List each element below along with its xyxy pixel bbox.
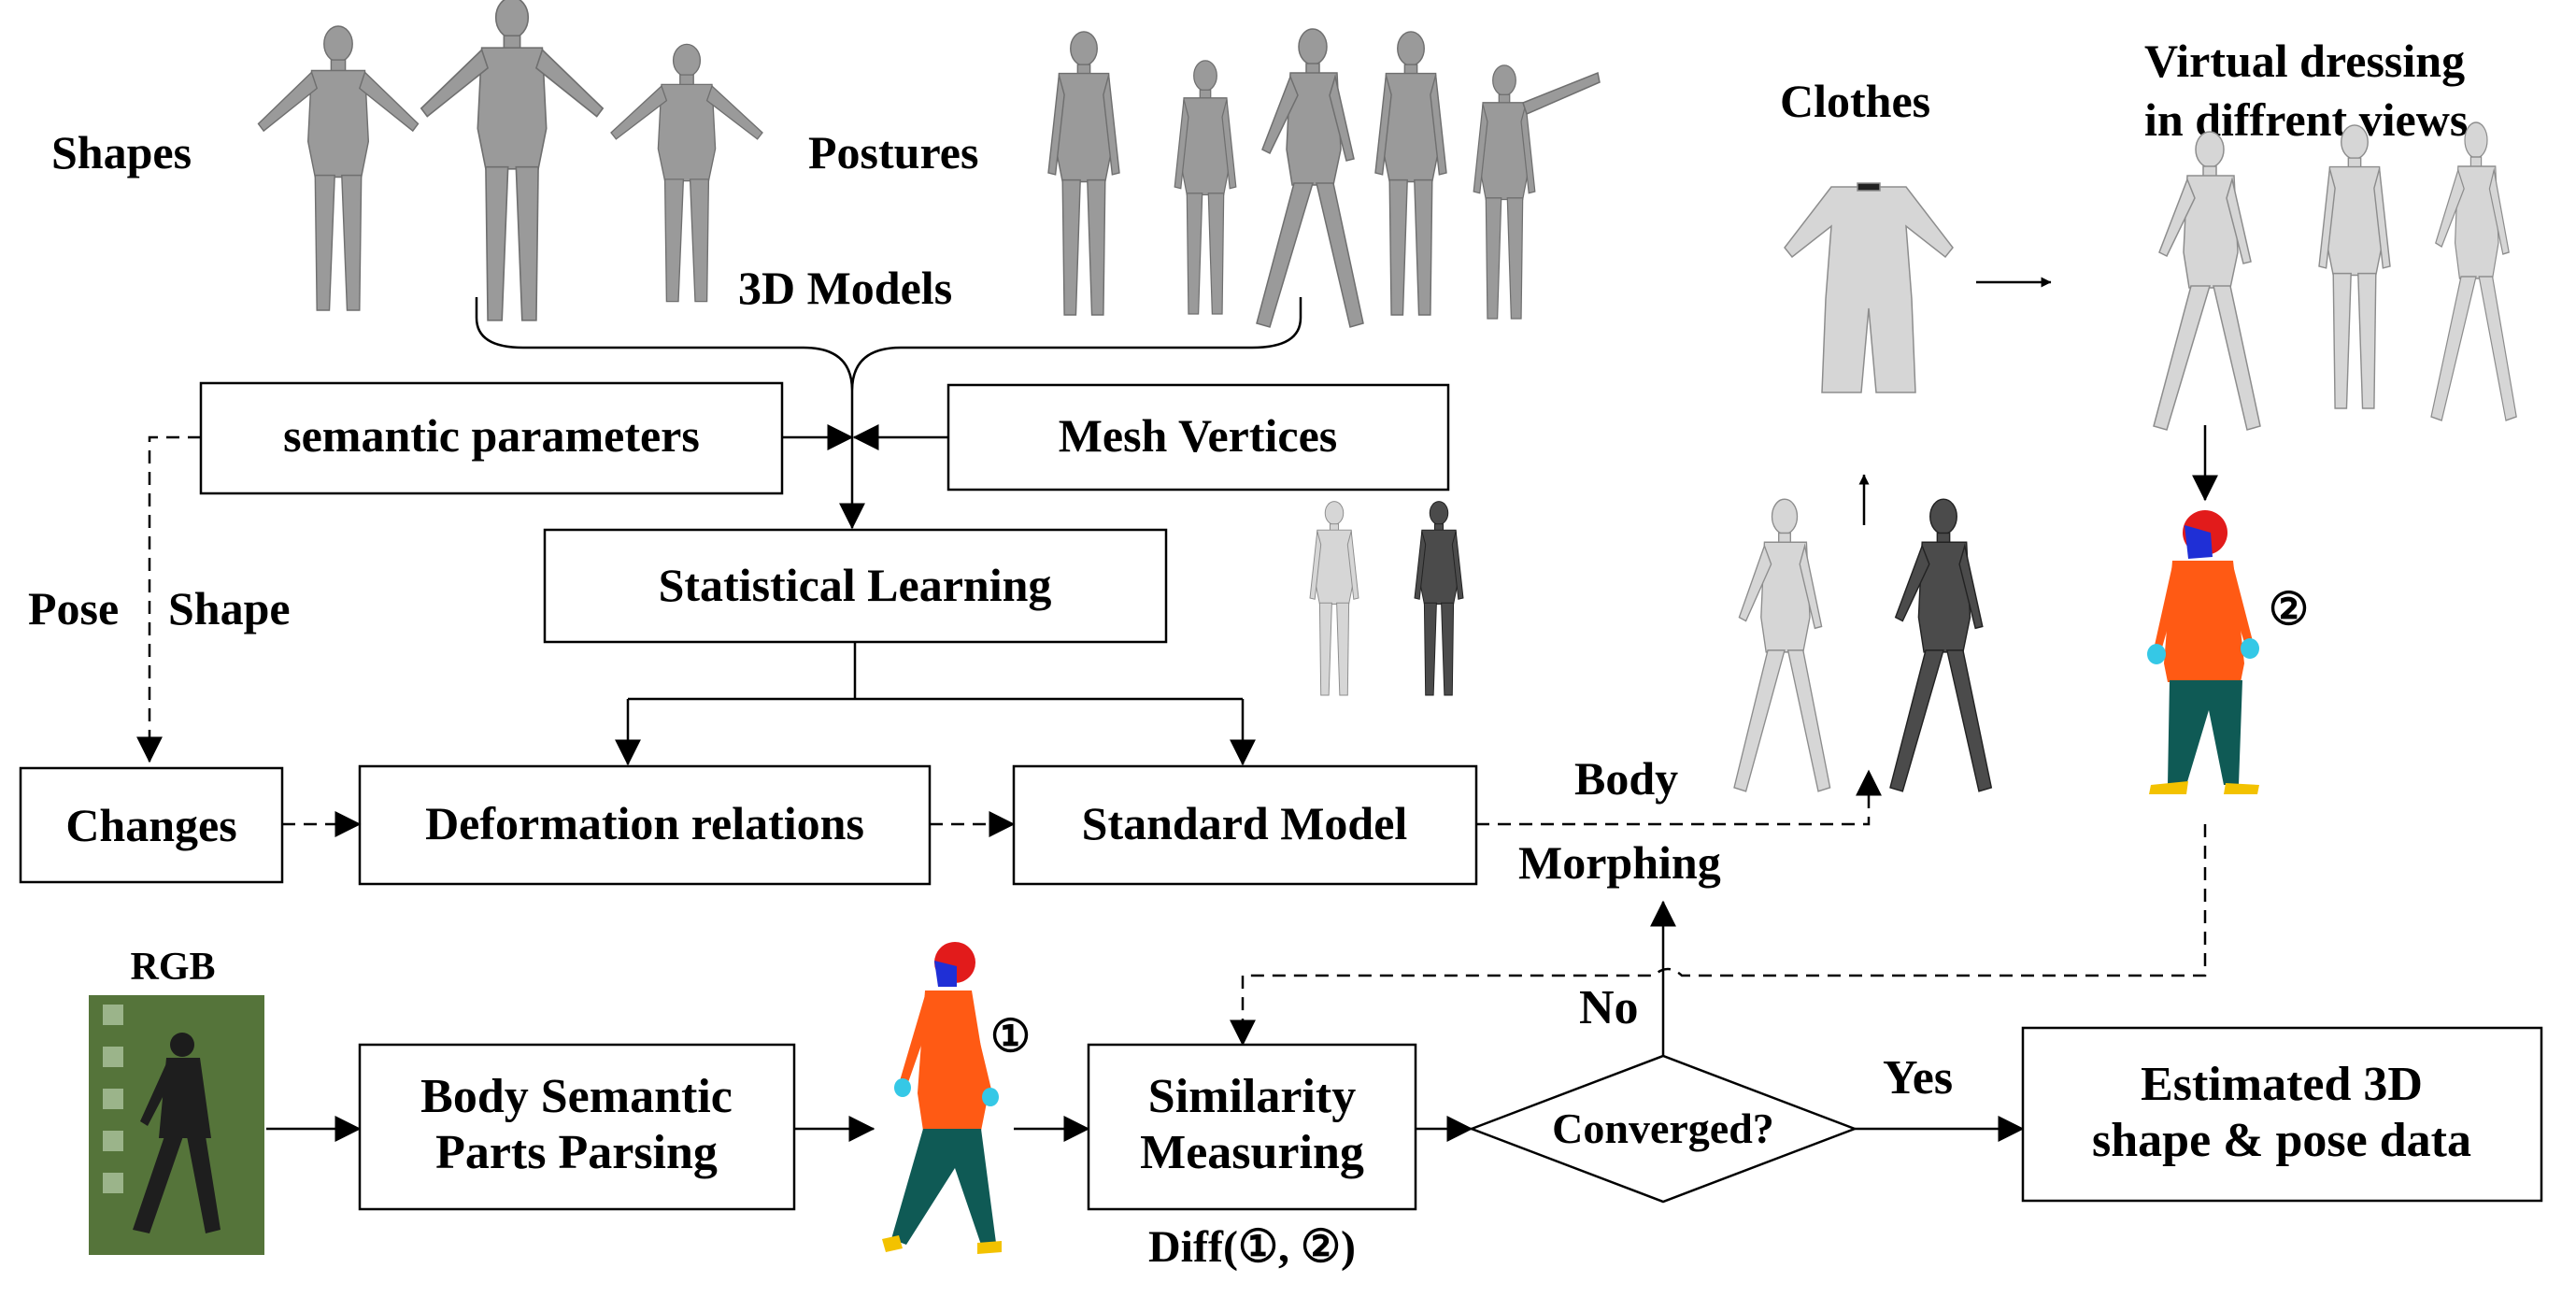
- converged-text: Converged?: [1552, 1105, 1774, 1152]
- shape-figure-1: [257, 25, 420, 311]
- body-label: Body: [1574, 752, 1678, 805]
- pose-label: Pose: [28, 582, 119, 634]
- estimated-output-box: [2021, 1026, 2543, 1203]
- similarity-line1: Similarity: [1148, 1070, 1356, 1123]
- yes-label: Yes: [1883, 1051, 1953, 1105]
- feedback-dashed-line: [1230, 824, 2207, 1047]
- estimated-line1: Estimated 3D: [2141, 1058, 2423, 1111]
- statistical-learning-box: [543, 528, 1168, 644]
- 3d-models-label: 3D Models: [738, 262, 952, 314]
- rgb-photo: [89, 995, 264, 1255]
- morphing-label: Morphing: [1518, 836, 1721, 889]
- marker-2-label: ②: [2269, 585, 2309, 634]
- posture-figure-4: [1374, 31, 1447, 316]
- segmented-person-2: [2147, 510, 2259, 794]
- diff-label: Diff(①, ②): [1148, 1222, 1356, 1272]
- standard-to-morphing-dashed: [1476, 769, 1882, 826]
- statistical-learning-text: Statistical Learning: [659, 559, 1052, 611]
- posture-figure-1: [1047, 31, 1120, 316]
- models-brace: [475, 297, 1302, 430]
- postures-label: Postures: [808, 126, 978, 178]
- shapes-label: Shapes: [51, 126, 192, 178]
- estimated-line2: shape & pose data: [2092, 1114, 2471, 1167]
- clothes-garment: [1784, 182, 1954, 393]
- shape-label: Shape: [168, 582, 291, 634]
- morphing-figure-dark: [1889, 498, 1993, 792]
- standard-model-figure-light: [1309, 501, 1359, 696]
- morphing-figure-light: [1733, 498, 1831, 792]
- mesh-vertices-text: Mesh Vertices: [1059, 409, 1338, 462]
- learning-split-line: [628, 642, 1243, 701]
- posture-figure-3: [1256, 28, 1364, 328]
- semantic-parameters-box: [199, 381, 784, 495]
- standard-model-figure-dark: [1414, 501, 1464, 696]
- shape-figure-2: [420, 0, 605, 321]
- virtual-dressing-line2: in diffrent views: [2144, 93, 2468, 146]
- virtual-dressing-line1: Virtual dressing: [2144, 35, 2465, 87]
- similarity-measuring-box: [1087, 1043, 1417, 1211]
- changes-text: Changes: [65, 799, 236, 851]
- pose-shape-dashed-line: [136, 435, 201, 763]
- posture-figure-5: [1473, 64, 1601, 320]
- dressed-view-2: [2318, 124, 2391, 409]
- semantic-parameters-text: semantic parameters: [283, 409, 700, 462]
- body-semantic-line2: Parts Parsing: [435, 1126, 718, 1179]
- dressed-view-1: [2153, 131, 2261, 431]
- body-semantic-parsing-box: [358, 1043, 796, 1211]
- marker-1-label: ①: [990, 1012, 1031, 1062]
- standard-model-box: [1012, 764, 1478, 886]
- dressed-view-3: [2430, 121, 2517, 421]
- mesh-vertices-box: [946, 383, 1450, 492]
- posture-figure-2: [1174, 60, 1237, 315]
- similarity-line2: Measuring: [1140, 1126, 1364, 1179]
- changes-box: [19, 766, 284, 884]
- standard-model-text: Standard Model: [1082, 797, 1408, 849]
- no-label: No: [1579, 981, 1639, 1034]
- rgb-label: RGB: [130, 946, 215, 989]
- deformation-relations-text: Deformation relations: [425, 797, 864, 849]
- clothes-label: Clothes: [1780, 75, 1930, 127]
- segmented-person-1: [882, 942, 1002, 1254]
- body-semantic-line1: Body Semantic: [420, 1070, 733, 1123]
